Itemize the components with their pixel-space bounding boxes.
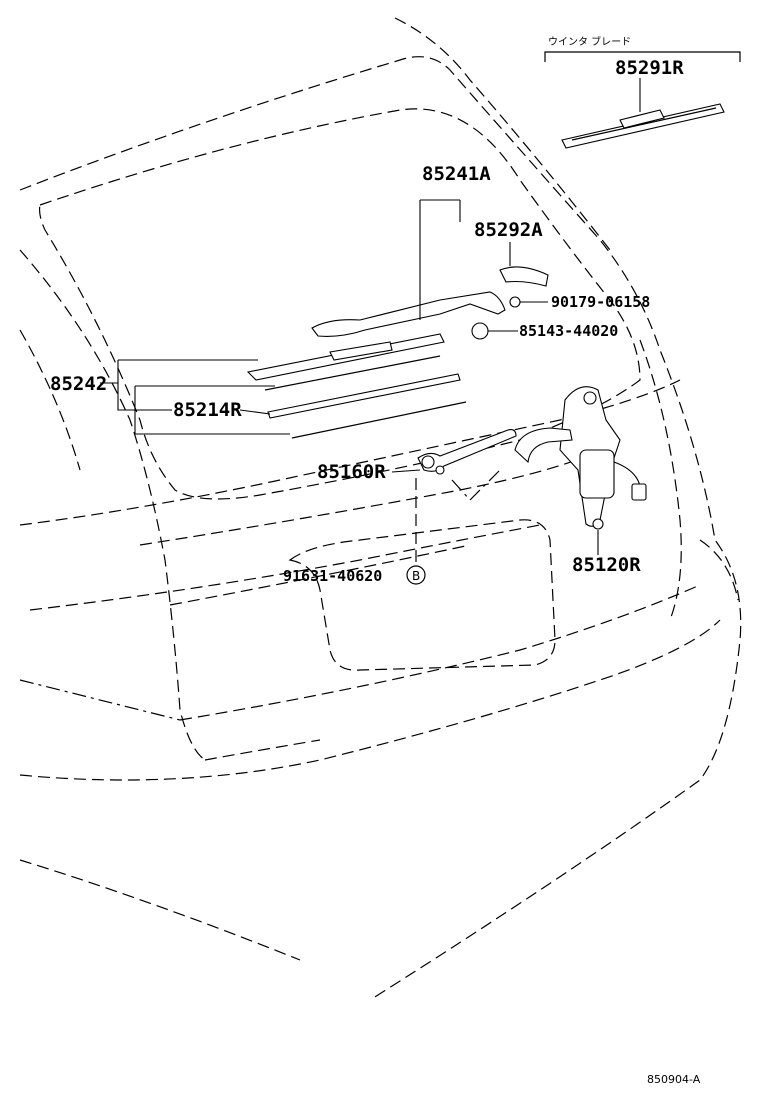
blade-inset (544, 51, 741, 149)
nut-shape (509, 296, 521, 308)
blade-85291r-shape (561, 103, 725, 149)
rubber-85214r-shape (267, 373, 461, 419)
label-blade: 85291R (615, 57, 684, 79)
label-washer: 85143-44020 (519, 322, 618, 340)
label-cap: 85292A (474, 219, 543, 241)
label-motor: 85120R (572, 554, 641, 576)
label-plug: 91631-40620 (283, 567, 382, 585)
motor-body (579, 449, 615, 499)
label-plug-ref: B (412, 569, 420, 583)
label-blade-group-header: ウインタ ブレード (548, 35, 631, 48)
wiper-arm (311, 266, 549, 340)
motor-connector (631, 483, 647, 501)
label-nut: 90179-06158 (551, 293, 650, 311)
blade-group-bracket (544, 51, 741, 62)
label-rubber: 85214R (173, 399, 242, 421)
link-assembly (417, 429, 517, 501)
blade-assembly (246, 333, 467, 439)
vehicle-body-outline (19, 17, 742, 1001)
wiper-motor (514, 386, 647, 530)
label-link: 85160R (317, 461, 386, 483)
link-85160r-shape (417, 429, 517, 472)
cap-85292a-shape (499, 266, 549, 287)
label-arm-assy: 85241A (422, 163, 491, 185)
leader-lines (100, 199, 599, 565)
footer-ref-code: 850904-A (647, 1073, 701, 1086)
washer-shape (471, 322, 489, 340)
plug-ref-circle (406, 565, 426, 585)
arm-85241a-shape (311, 291, 506, 337)
label-blade-assy: 85242 (50, 373, 107, 395)
